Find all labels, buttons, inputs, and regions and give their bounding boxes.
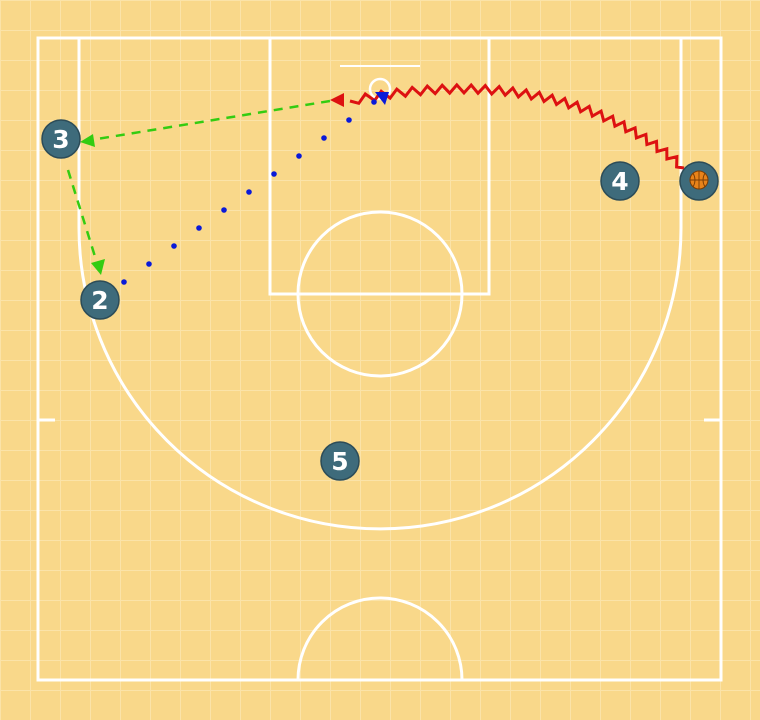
free-throw-circle <box>296 210 464 378</box>
center-circle <box>296 596 464 681</box>
cut-dot <box>271 171 277 177</box>
cut-dot <box>346 117 352 123</box>
basketball-icon <box>689 170 709 190</box>
player-4-label: 4 <box>611 167 628 196</box>
player-4[interactable]: 4 <box>600 161 640 201</box>
cut-dot <box>196 225 202 231</box>
player-2-label: 2 <box>91 286 108 315</box>
cut-dot <box>171 243 177 249</box>
three-point-line <box>77 38 683 531</box>
rim <box>368 77 392 101</box>
cut-dot <box>221 207 227 213</box>
player-3[interactable]: 3 <box>41 119 81 159</box>
player-3-label: 3 <box>52 125 69 154</box>
pass-to-3-arrowhead <box>80 134 95 147</box>
pass-to-2-arrowhead <box>91 259 105 275</box>
paint-lane <box>268 36 491 296</box>
cut-dot <box>296 153 302 159</box>
cut-dot <box>371 99 377 105</box>
dribble-path <box>349 82 685 170</box>
pass-to-3-line <box>90 99 331 142</box>
cut-dot <box>246 189 252 195</box>
play-actions <box>66 82 685 285</box>
dribble-arrowhead <box>330 93 344 107</box>
court-lines <box>36 36 723 682</box>
cut-arrowhead <box>375 92 389 105</box>
player-1-ball-carrier[interactable] <box>679 161 719 201</box>
player-5-label: 5 <box>331 447 348 476</box>
player-2[interactable]: 2 <box>80 280 120 320</box>
player-5[interactable]: 5 <box>320 441 360 481</box>
cut-dot <box>146 261 152 267</box>
cut-path <box>121 99 377 285</box>
cut-dot <box>121 279 127 285</box>
pass-to-2-line <box>66 169 99 264</box>
players: 2 3 4 5 <box>41 119 719 481</box>
cut-dot <box>321 135 327 141</box>
